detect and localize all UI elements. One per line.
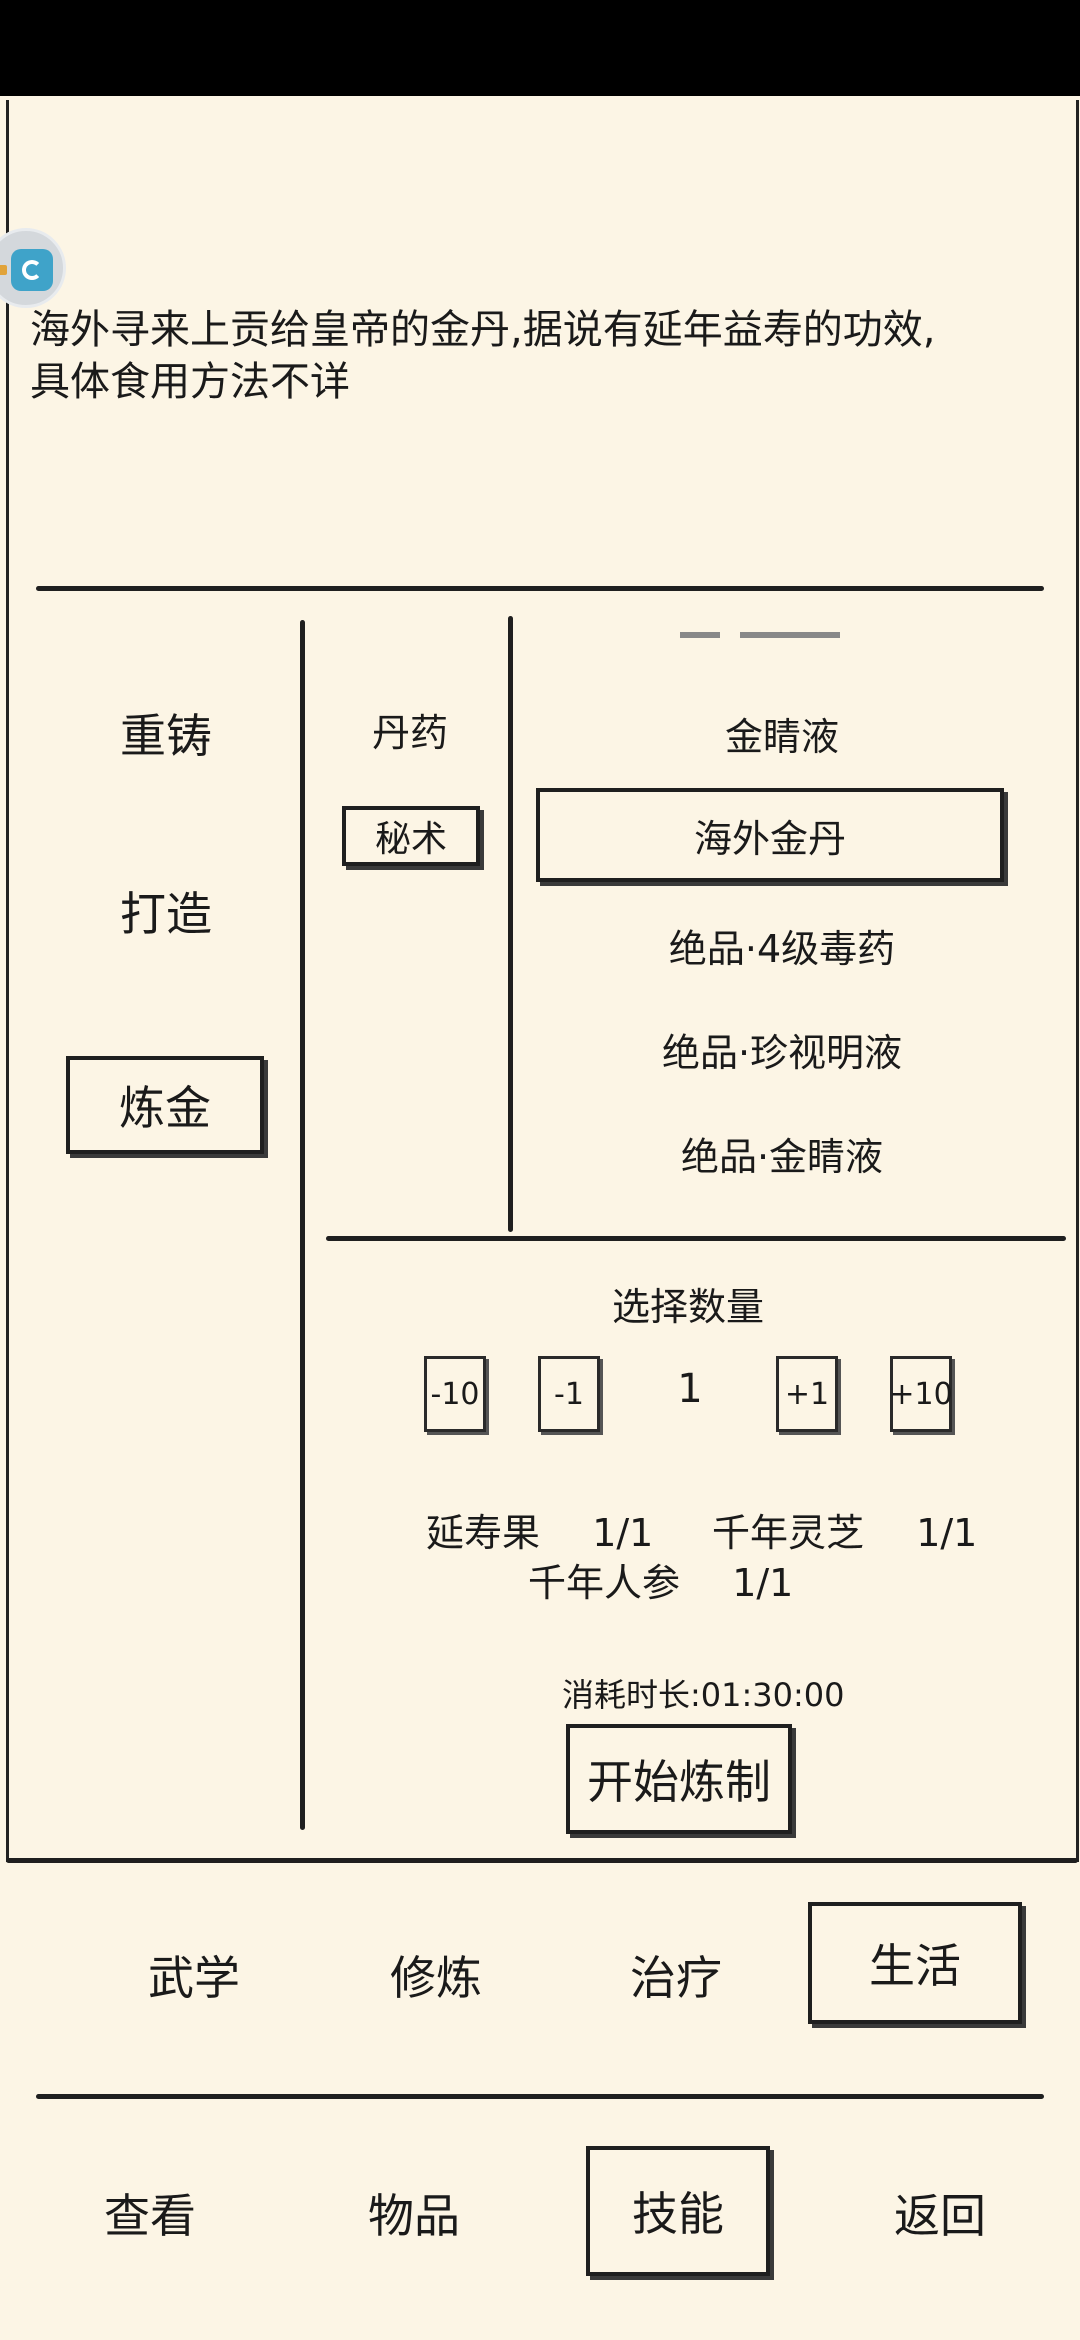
nav-back[interactable]: 返回 (894, 2189, 986, 2243)
material-count: 1/1 (916, 1511, 978, 1555)
category-divider (300, 620, 305, 1830)
minus-1-label: -1 (554, 1376, 584, 1412)
quantity-value: 1 (677, 1366, 703, 1412)
category-reforge[interactable]: 重铸 (120, 709, 212, 763)
status-bar (0, 0, 1080, 96)
tabs-divider (36, 2094, 1044, 2099)
start-crafting-button[interactable]: 开始炼制 (566, 1724, 792, 1834)
frame-right-border (1076, 100, 1079, 1862)
material-requirement: 千年灵芝 1/1 (712, 1502, 977, 1557)
description-divider (36, 586, 1044, 591)
minus-10-label: -10 (430, 1376, 480, 1412)
minus-10-button[interactable]: -10 (424, 1356, 486, 1432)
start-crafting-label: 开始炼制 (587, 1755, 771, 1809)
recipe-list-scroll-fade (660, 628, 860, 642)
tab-healing[interactable]: 治疗 (630, 1951, 722, 2005)
tab-life[interactable]: 生活 (808, 1902, 1022, 2024)
crafting-duration: 消耗时长:01:30:00 (562, 1676, 845, 1714)
material-count: 1/1 (732, 1561, 794, 1605)
tab-martial-arts[interactable]: 武学 (148, 1951, 240, 2005)
recipe-item[interactable]: 绝品·4级毒药 (668, 927, 896, 971)
tab-cultivation[interactable]: 修炼 (390, 1951, 482, 2005)
material-requirement: 千年人参 1/1 (528, 1552, 793, 1607)
floating-app-icon[interactable] (0, 228, 66, 308)
plus-1-button[interactable]: +1 (776, 1356, 838, 1432)
material-count: 1/1 (592, 1511, 654, 1555)
material-name: 延寿果 (426, 1511, 541, 1555)
recipe-divider (326, 1236, 1066, 1241)
material-name: 千年灵芝 (712, 1511, 865, 1555)
item-description: 海外寻来上贡给皇帝的金丹,据说有延年益寿的功效,具体食用方法不详 (30, 307, 936, 405)
subcategory-divider (508, 616, 513, 1232)
plus-10-label: +10 (889, 1376, 953, 1412)
plus-10-button[interactable]: +10 (889, 1356, 953, 1432)
recipe-item[interactable]: 金睛液 (724, 715, 839, 759)
nav-items[interactable]: 物品 (368, 2189, 460, 2243)
nav-skills-label: 技能 (632, 2187, 724, 2241)
recipe-item-selected[interactable]: 海外金丹 (536, 788, 1004, 882)
category-forge[interactable]: 打造 (120, 887, 212, 941)
frame-left-border (6, 100, 9, 1862)
subcategory-pills[interactable]: 丹药 (371, 711, 448, 755)
recipe-item[interactable]: 绝品·珍视明液 (661, 1031, 903, 1075)
material-requirement: 延寿果 1/1 (426, 1502, 653, 1557)
subcategory-secret-arts[interactable]: 秘术 (342, 806, 480, 866)
tab-life-label: 生活 (869, 1939, 961, 1993)
panel-bottom-border (6, 1858, 1078, 1863)
subcategory-secret-arts-label: 秘术 (374, 819, 447, 860)
material-name: 千年人参 (528, 1561, 681, 1605)
nav-skills[interactable]: 技能 (586, 2146, 770, 2276)
quantity-title: 选择数量 (612, 1285, 765, 1329)
category-alchemy-label: 炼金 (119, 1081, 211, 1135)
recipe-item[interactable]: 绝品·金睛液 (680, 1135, 884, 1179)
plus-1-label: +1 (784, 1376, 830, 1412)
recipe-item-selected-label: 海外金丹 (693, 816, 846, 861)
category-alchemy[interactable]: 炼金 (66, 1056, 264, 1154)
nav-view[interactable]: 查看 (104, 2189, 196, 2243)
minus-1-button[interactable]: -1 (538, 1356, 600, 1432)
